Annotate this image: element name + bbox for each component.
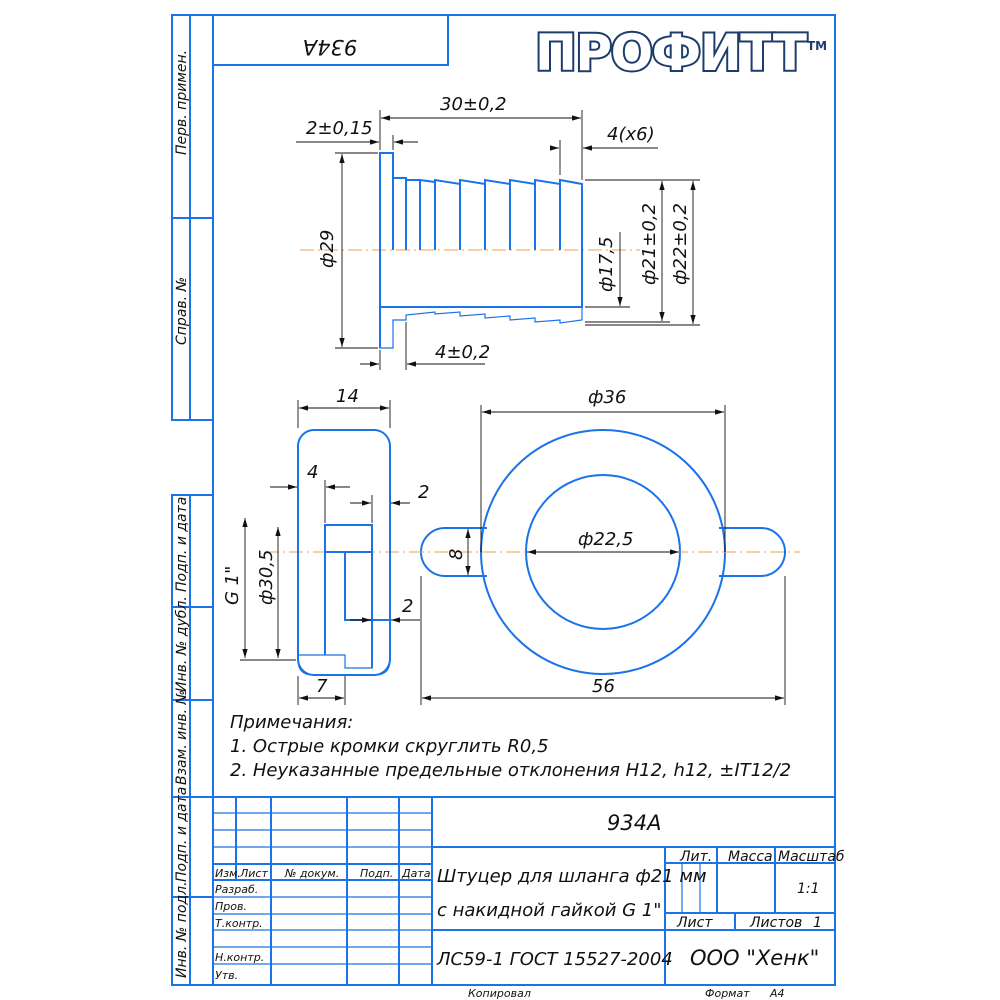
svg-text:4±0,2: 4±0,2: [435, 342, 490, 363]
svg-text:Перв. примен.: Перв. примен.: [174, 50, 190, 155]
svg-text:Лист: Лист: [676, 915, 713, 931]
svg-text:Масса: Масса: [728, 849, 773, 865]
svg-text:Разраб.: Разраб.: [215, 883, 258, 896]
svg-text:Листов: Листов: [749, 915, 802, 931]
notes: Примечания: 1. Острые кромки скруглить R…: [230, 712, 791, 781]
svg-text:TM: TM: [807, 39, 827, 53]
svg-text:Изм.: Изм.: [215, 867, 241, 880]
svg-text:Дата: Дата: [401, 867, 431, 880]
svg-text:Т.контр.: Т.контр.: [215, 917, 263, 930]
svg-text:A4: A4: [769, 987, 785, 1000]
svg-text:Штуцер для шланга ф21 мм: Штуцер для шланга ф21 мм: [437, 866, 707, 887]
svg-text:2: 2: [418, 482, 429, 503]
svg-text:Лит.: Лит.: [679, 849, 712, 865]
svg-text:ф36: ф36: [588, 387, 626, 408]
svg-text:Подп. и дата: Подп. и дата: [174, 497, 190, 592]
svg-text:ф30,5: ф30,5: [256, 550, 277, 605]
svg-text:ф21±0,2: ф21±0,2: [639, 203, 660, 285]
svg-text:с накидной гайкой G 1": с накидной гайкой G 1": [437, 900, 662, 921]
svg-text:Подп. и дата: Подп. и дата: [174, 787, 190, 882]
svg-text:ф22,5: ф22,5: [578, 529, 633, 550]
svg-text:4(х6): 4(х6): [607, 124, 655, 145]
svg-text:Взам. инв. №: Взам. инв. №: [174, 690, 190, 785]
svg-text:Н.контр.: Н.контр.: [215, 951, 264, 964]
svg-text:Утв.: Утв.: [215, 969, 238, 982]
svg-text:2. Неуказанные предельные откл: 2. Неуказанные предельные отклонения H12…: [230, 760, 791, 781]
nut-side-view: 14 4 2 G 1" ф30,5 2 7: [222, 386, 429, 705]
svg-text:2±0,15: 2±0,15: [306, 118, 373, 139]
svg-text:934A: 934A: [607, 811, 661, 835]
svg-text:Справ. №: Справ. №: [174, 277, 190, 345]
svg-text:Пров.: Пров.: [215, 900, 247, 913]
svg-text:Инв. № дубл.: Инв. № дубл.: [174, 596, 190, 692]
svg-text:Масштаб: Масштаб: [778, 849, 845, 865]
nut-front-view: ф36 ф22,5 8 56: [410, 387, 800, 705]
svg-text:ЛС59-1 ГОСТ 15527-2004: ЛС59-1 ГОСТ 15527-2004: [436, 949, 673, 970]
svg-text:G 1": G 1": [222, 566, 243, 605]
svg-text:№ докум.: № докум.: [284, 867, 339, 880]
drawing-frame: [171, 14, 836, 986]
svg-text:2: 2: [402, 596, 413, 617]
svg-text:Формат: Формат: [705, 987, 750, 1000]
profitt-logo: ПРОФИТТ TM: [533, 22, 827, 84]
svg-text:Лист: Лист: [239, 867, 268, 880]
svg-text:1:1: 1:1: [797, 881, 820, 897]
svg-text:Инв. № подл.: Инв. № подл.: [174, 881, 190, 978]
svg-text:ООО "Хенк": ООО "Хенк": [690, 946, 819, 970]
title-block: 934A Изм. Лист № докум. Подп. Дата Разра…: [213, 796, 845, 1000]
svg-text:7: 7: [316, 676, 328, 697]
svg-text:8: 8: [446, 549, 467, 560]
svg-text:4: 4: [307, 462, 318, 483]
svg-text:1: 1: [813, 915, 822, 931]
svg-text:14: 14: [336, 386, 359, 407]
svg-text:1. Острые кромки скруглить R0,: 1. Острые кромки скруглить R0,5: [230, 736, 549, 757]
svg-text:ПРОФИТТ: ПРОФИТТ: [535, 24, 807, 82]
side-labels: Перв. примен. Справ. № Подп. и дата Инв.…: [174, 50, 190, 978]
svg-text:ф29: ф29: [317, 230, 338, 268]
svg-text:Примечания:: Примечания:: [230, 712, 353, 733]
drawing-number-inverted: 934A: [303, 35, 357, 59]
svg-text:Копировал: Копировал: [468, 987, 531, 1000]
svg-text:ф22±0,2: ф22±0,2: [670, 203, 691, 285]
svg-text:Подп.: Подп.: [360, 867, 393, 880]
svg-text:30±0,2: 30±0,2: [440, 94, 507, 115]
svg-text:ф17,5: ф17,5: [596, 237, 617, 292]
fitting-view: 30±0,2 2±0,15 4(х6) ф29 ф17,5 ф21±0,2 ф2…: [296, 94, 700, 370]
svg-text:56: 56: [592, 676, 615, 697]
